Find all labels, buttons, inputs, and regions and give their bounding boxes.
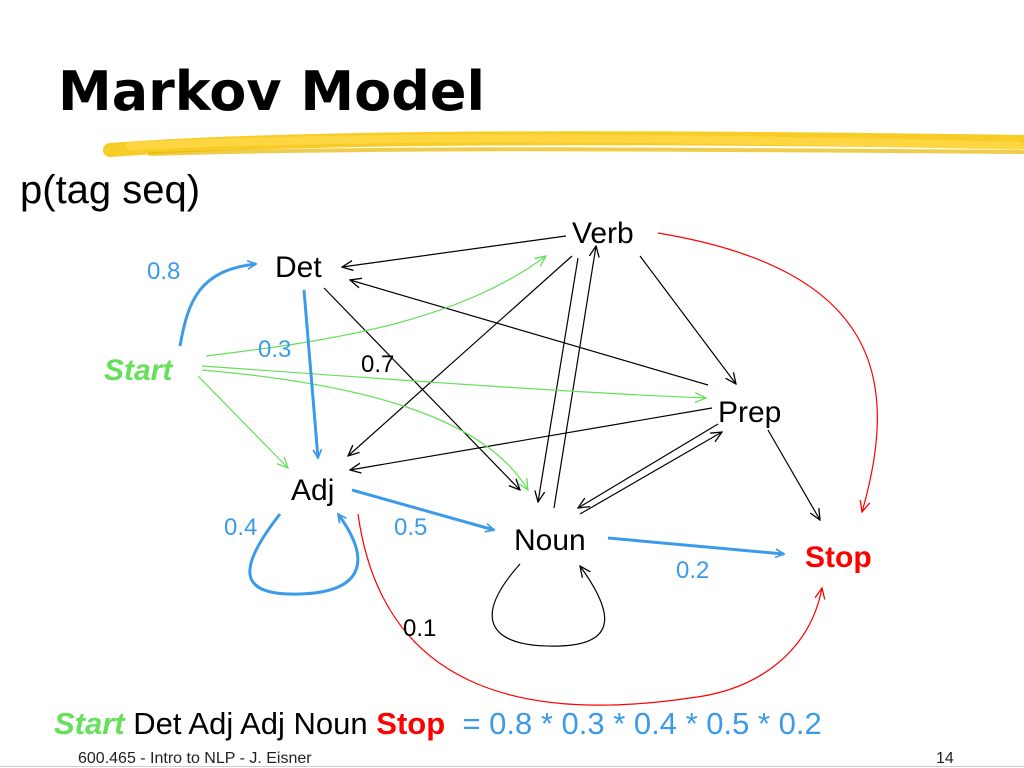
- edge-verb-noun: [538, 257, 579, 502]
- edge-verb-prep: [639, 255, 736, 384]
- slide-title: Markov Model: [58, 60, 485, 123]
- edge-start-det-highlight: [178, 264, 256, 347]
- highlighter-stroke: [103, 131, 1024, 157]
- green-edges: [197, 256, 706, 490]
- nodes: Start Det Verb Prep Adj Noun Stop: [104, 217, 872, 574]
- edge-prep-det: [350, 280, 709, 386]
- edge-verb-det: [342, 235, 567, 267]
- edge-start-adj: [197, 375, 288, 468]
- edge-prep-noun: [578, 423, 719, 508]
- red-edges: [357, 232, 878, 706]
- edge-noun-stop-highlight: [607, 536, 784, 554]
- footer-divider: [0, 766, 1024, 767]
- edge-start-noun: [201, 369, 528, 490]
- equation-product: = 0.8 * 0.3 * 0.4 * 0.5 * 0.2: [462, 706, 822, 741]
- node-stop: Stop: [805, 541, 872, 574]
- edge-verb-adj: [348, 255, 573, 456]
- edge-prep-adj: [350, 407, 713, 470]
- probability-labels: 0.8 0.3 0.7 0.4 0.5 0.2 0.1: [147, 258, 709, 642]
- probability-equation: Start Det Adj Adj Noun Stop = 0.8 * 0.3 …: [54, 706, 822, 742]
- prob-start-det: 0.8: [147, 258, 180, 285]
- edge-verb-stop: [657, 232, 878, 512]
- edge-start-verb: [205, 256, 546, 357]
- edge-adj-stop: [357, 513, 822, 706]
- equation-stop: Stop: [376, 706, 446, 741]
- prob-adj-stop: 0.1: [403, 615, 436, 642]
- edge-noun-verb: [553, 246, 596, 509]
- edge-noun-noun: [491, 563, 606, 647]
- prob-adj-noun: 0.5: [394, 514, 427, 541]
- node-adj: Adj: [291, 474, 334, 507]
- edge-adj-noun-highlight: [351, 488, 494, 530]
- equation-tags: Det Adj Adj Noun: [133, 706, 368, 741]
- prob-det-adj: 0.3: [258, 336, 291, 363]
- equation-start: Start: [54, 706, 125, 741]
- node-start: Start: [104, 354, 174, 387]
- slide-subtitle: p(tag seq): [20, 168, 201, 212]
- edge-noun-prep: [579, 432, 722, 515]
- node-noun: Noun: [514, 524, 586, 557]
- edge-det-adj-highlight: [302, 289, 318, 458]
- node-det: Det: [275, 251, 322, 284]
- blue-path-edges: [178, 264, 784, 596]
- edge-start-prep: [201, 365, 706, 398]
- edge-det-noun: [323, 287, 520, 490]
- black-edges: [323, 235, 820, 647]
- footer-course: 600.465 - Intro to NLP - J. Eisner: [78, 750, 312, 767]
- prob-adj-adj: 0.4: [224, 514, 257, 541]
- node-prep: Prep: [718, 396, 781, 429]
- edge-adj-adj-highlight: [248, 514, 360, 596]
- page-number: 14: [936, 750, 954, 767]
- edge-prep-stop: [767, 429, 820, 520]
- prob-noun-stop: 0.2: [676, 557, 709, 584]
- prob-det-noun: 0.7: [361, 351, 394, 378]
- node-verb: Verb: [572, 217, 634, 250]
